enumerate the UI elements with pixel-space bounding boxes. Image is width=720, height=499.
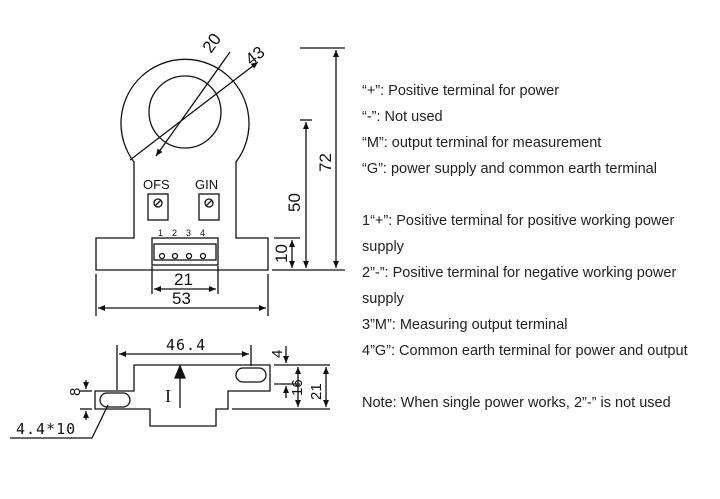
dim-ring-inner-label: 20	[199, 30, 225, 56]
dim-total-height-label: 72	[316, 153, 335, 172]
dim-base-height-label: 10	[272, 244, 291, 263]
dim-hole-size-label: 4.4*10	[16, 420, 76, 438]
note-single-power: Note: When single power works, 2”-” is n…	[362, 395, 671, 411]
pin-1	[158, 252, 166, 260]
dim-line-20	[155, 51, 231, 157]
pin-4	[199, 252, 207, 260]
connector-outline	[151, 237, 219, 266]
pin-2	[171, 252, 179, 260]
note-pin-1: 1“+”: Positive terminal for positive wor…	[362, 213, 675, 255]
pin-3	[185, 252, 193, 260]
note-pin-3: 3”M”: Measuring output terminal	[362, 317, 568, 333]
current-direction-label: I	[165, 386, 171, 406]
note-pin-2: 2”-”: Positive terminal for negative wor…	[362, 265, 677, 307]
dim-slot-height-label: 16	[289, 379, 306, 396]
dim-ring-outer-label: 43	[242, 43, 269, 70]
note-pin-4: 4”G”: Common earth terminal for power an…	[362, 343, 688, 359]
dim-base-width-label: 53	[172, 289, 191, 308]
pin-4-label: 4	[200, 228, 205, 238]
mounting-slot-right	[235, 367, 267, 383]
pin-3-label: 3	[186, 228, 191, 238]
pin-1-label: 1	[158, 228, 163, 238]
current-direction-arrow	[174, 364, 186, 379]
dim-side-total-label: 21	[308, 383, 325, 400]
sensor-side-outline	[94, 364, 271, 427]
ring-aperture	[148, 75, 222, 149]
ofs-screw-icon	[153, 198, 163, 208]
dim-slot-spacing-label: 46.4	[166, 336, 206, 354]
gin-trim-pot	[198, 193, 220, 221]
terminal-notes: “+”: Positive terminal for power “-”: No…	[362, 78, 717, 416]
dim-pin-pitch-label: 21	[174, 270, 193, 289]
mounting-slot-left	[99, 392, 131, 408]
hole-leader-line	[10, 404, 109, 439]
dim-mid-height-label: 50	[285, 193, 304, 212]
note-plus-terminal: “+”: Positive terminal for power	[362, 83, 560, 99]
dim-slot-offset-label: 4	[269, 350, 286, 358]
gin-label: GIN	[195, 177, 218, 192]
ofs-label: OFS	[143, 177, 170, 192]
sensor-top-outline	[95, 58, 269, 271]
note-g-terminal: “G”: power supply and common earth termi…	[362, 161, 657, 177]
dim-line-43	[129, 61, 259, 161]
pin-2-label: 2	[172, 228, 177, 238]
gin-screw-icon	[204, 198, 214, 208]
note-m-terminal: “M”: output terminal for measurement	[362, 135, 602, 151]
dim-side-height-label: 8	[67, 388, 84, 396]
note-minus-terminal: “-”: Not used	[362, 109, 443, 125]
ofs-trim-pot	[147, 193, 169, 221]
